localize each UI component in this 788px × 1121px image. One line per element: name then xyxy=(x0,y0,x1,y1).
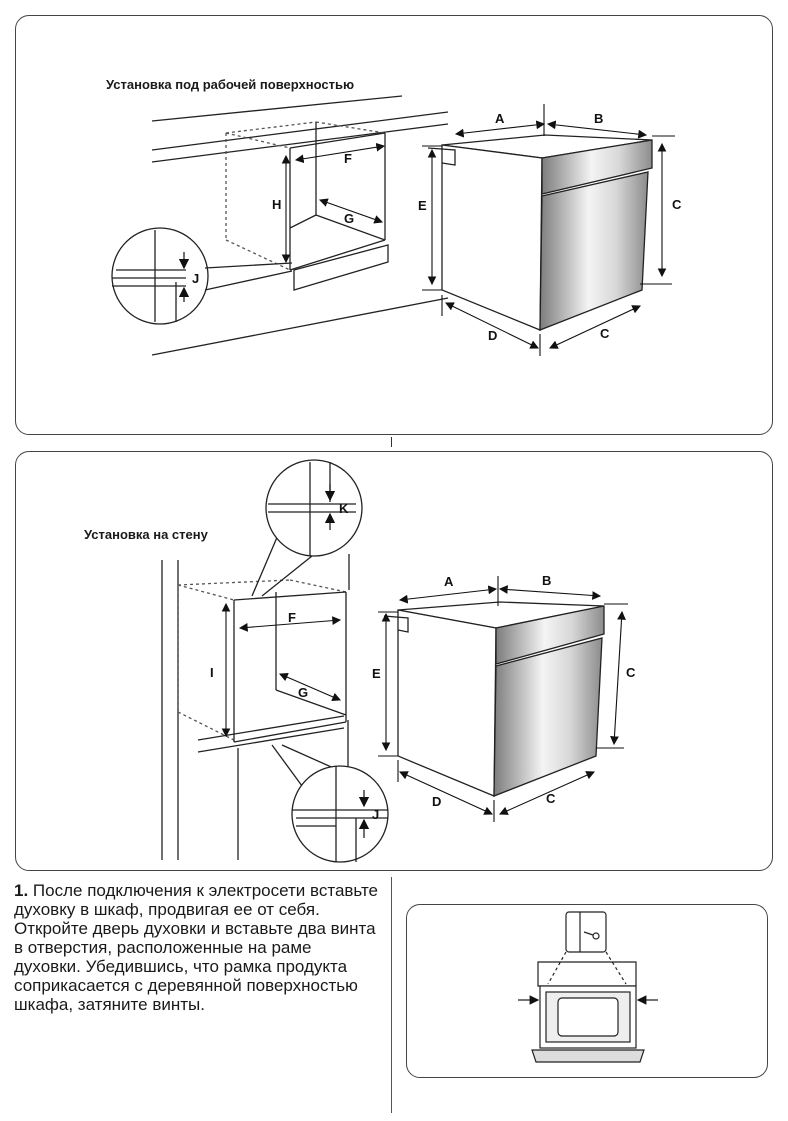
dim-B-label-2: B xyxy=(542,573,551,588)
oven-under-counter xyxy=(427,134,653,331)
step-number: 1. xyxy=(14,881,29,900)
screw-installation-drawing xyxy=(518,911,658,1063)
dim-H-label: H xyxy=(272,197,281,212)
dim-D-label-1: D xyxy=(488,328,497,343)
dim-J-label-1: J xyxy=(192,271,199,286)
panel-divider-tick xyxy=(391,437,392,447)
dim-D-label-2: D xyxy=(432,794,441,809)
step-text: После подключения к электросети вставьте… xyxy=(14,881,379,1014)
dim-C-label-1b: C xyxy=(600,326,610,341)
dim-G-label: G xyxy=(344,211,354,226)
dim-G-label-2: G xyxy=(298,685,308,700)
under-counter-cabinet xyxy=(151,95,449,356)
wall-mount-panel xyxy=(15,451,773,871)
dim-C-label-2a: C xyxy=(626,665,636,680)
wall-mount-title: Установка на стену xyxy=(84,527,208,542)
dim-E-label-2: E xyxy=(372,666,381,681)
dim-I-label: I xyxy=(210,665,214,680)
dim-F-label-2: F xyxy=(288,610,296,625)
dim-C-label-2b: C xyxy=(546,791,556,806)
under-counter-panel xyxy=(15,15,773,435)
dim-E-label-1: E xyxy=(418,198,427,213)
dim-C-label-1a: C xyxy=(672,197,682,212)
dim-K-label: K xyxy=(339,501,349,516)
gap-J-detail-1 xyxy=(111,227,293,325)
gap-K-detail xyxy=(251,459,363,597)
dim-B-label-1: B xyxy=(594,111,603,126)
dim-A-label-1: A xyxy=(495,111,505,126)
instruction-text: 1. После подключения к электросети встав… xyxy=(14,881,382,1014)
oven-wall-mount xyxy=(383,601,605,797)
under-counter-title: Установка под рабочей поверхностью xyxy=(106,77,355,92)
column-separator xyxy=(391,877,392,1113)
dim-A-label-2: A xyxy=(444,574,454,589)
dim-J-label-2: J xyxy=(372,807,379,822)
gap-J-detail-2 xyxy=(271,744,389,863)
dim-F-label: F xyxy=(344,151,352,166)
